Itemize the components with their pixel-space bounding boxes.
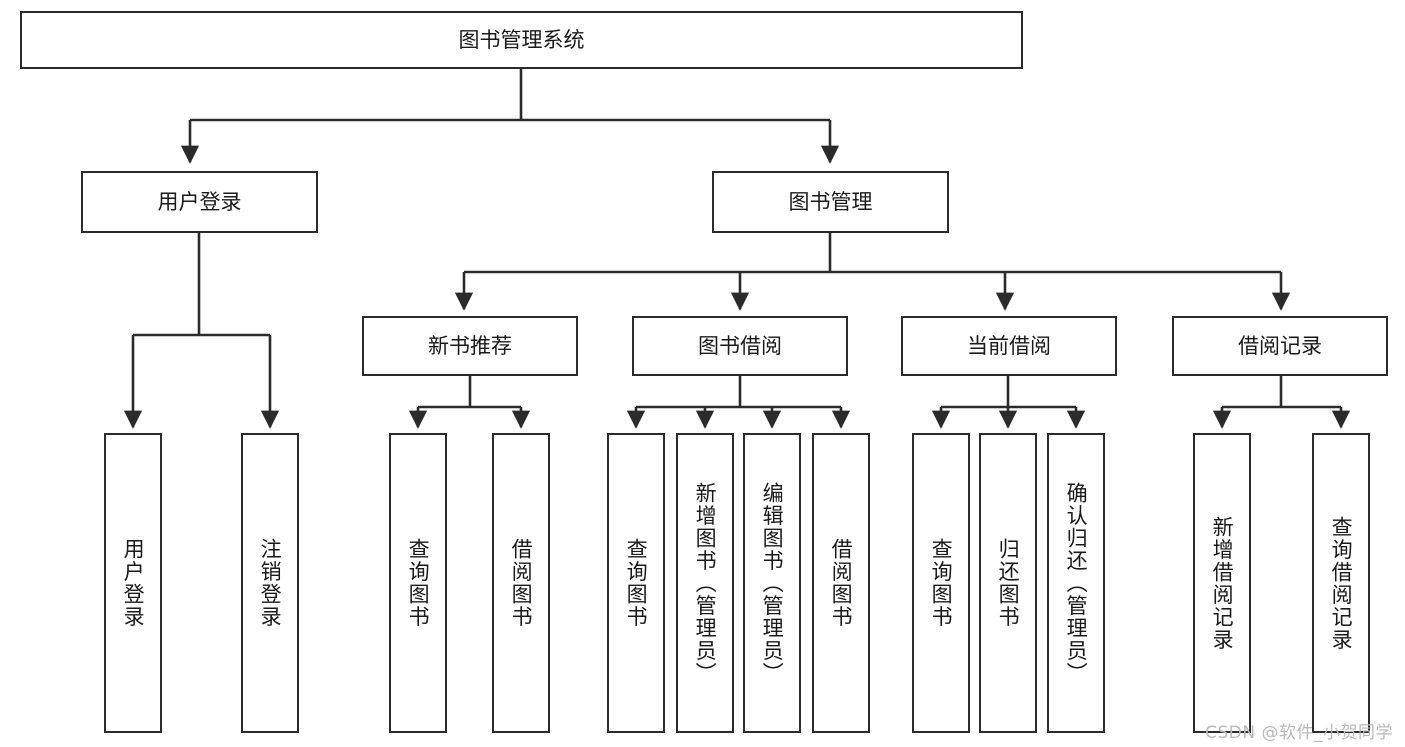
leaf-query-book-2-label: 查询图书	[624, 538, 649, 628]
leaf-borrow-book-1-label: 借阅图书	[509, 538, 534, 628]
leaf-query-borrow-record-label: 查询借阅记录	[1329, 515, 1354, 651]
node-current-borrow-label: 当前借阅	[967, 333, 1051, 358]
leaf-query-book-3-label: 查询图书	[929, 538, 954, 628]
leaf-user-login-label: 用户登录	[121, 538, 146, 628]
leaf-query-book-1-label: 查询图书	[406, 538, 431, 628]
leaf-borrow-book-2-label: 借阅图书	[829, 538, 854, 628]
node-book-management-label: 图书管理	[788, 189, 873, 214]
node-user-login[interactable]: 用户登录	[81, 171, 318, 233]
leaf-query-borrow-record[interactable]: 查询借阅记录	[1312, 433, 1370, 733]
leaf-query-book-3[interactable]: 查询图书	[912, 433, 970, 733]
node-book-borrow[interactable]: 图书借阅	[632, 316, 848, 376]
leaf-logout-label: 注销登录	[258, 538, 283, 628]
node-current-borrow[interactable]: 当前借阅	[901, 316, 1117, 376]
leaf-edit-book-admin-label: 编辑图书（管理员）	[760, 481, 785, 685]
leaf-user-login[interactable]: 用户登录	[104, 433, 162, 733]
leaf-confirm-return-admin[interactable]: 确认归还（管理员）	[1047, 433, 1105, 733]
node-book-management[interactable]: 图书管理	[712, 171, 949, 233]
leaf-confirm-return-admin-label: 确认归还（管理员）	[1064, 481, 1089, 685]
leaf-return-book-label: 归还图书	[996, 538, 1021, 628]
node-new-book-recommend[interactable]: 新书推荐	[362, 316, 578, 376]
leaf-return-book[interactable]: 归还图书	[979, 433, 1037, 733]
leaf-query-book-2[interactable]: 查询图书	[607, 433, 665, 733]
node-root[interactable]: 图书管理系统	[20, 11, 1023, 69]
watermark: CSDN @软件_小贺同学	[1205, 723, 1393, 743]
leaf-logout[interactable]: 注销登录	[241, 433, 299, 733]
leaf-borrow-book-2[interactable]: 借阅图书	[812, 433, 870, 733]
node-user-login-label: 用户登录	[157, 189, 242, 214]
node-root-label: 图书管理系统	[458, 27, 585, 52]
leaf-query-book-1[interactable]: 查询图书	[389, 433, 447, 733]
leaf-add-book-admin[interactable]: 新增图书（管理员）	[676, 433, 734, 733]
node-borrow-record[interactable]: 借阅记录	[1172, 316, 1388, 376]
leaf-add-borrow-record-label: 新增借阅记录	[1210, 515, 1235, 651]
leaf-edit-book-admin[interactable]: 编辑图书（管理员）	[743, 433, 801, 733]
leaf-borrow-book-1[interactable]: 借阅图书	[492, 433, 550, 733]
leaf-add-book-admin-label: 新增图书（管理员）	[693, 481, 718, 685]
node-borrow-record-label: 借阅记录	[1238, 333, 1322, 358]
node-book-borrow-label: 图书借阅	[698, 333, 782, 358]
node-new-book-recommend-label: 新书推荐	[428, 333, 512, 358]
leaf-add-borrow-record[interactable]: 新增借阅记录	[1193, 433, 1251, 733]
